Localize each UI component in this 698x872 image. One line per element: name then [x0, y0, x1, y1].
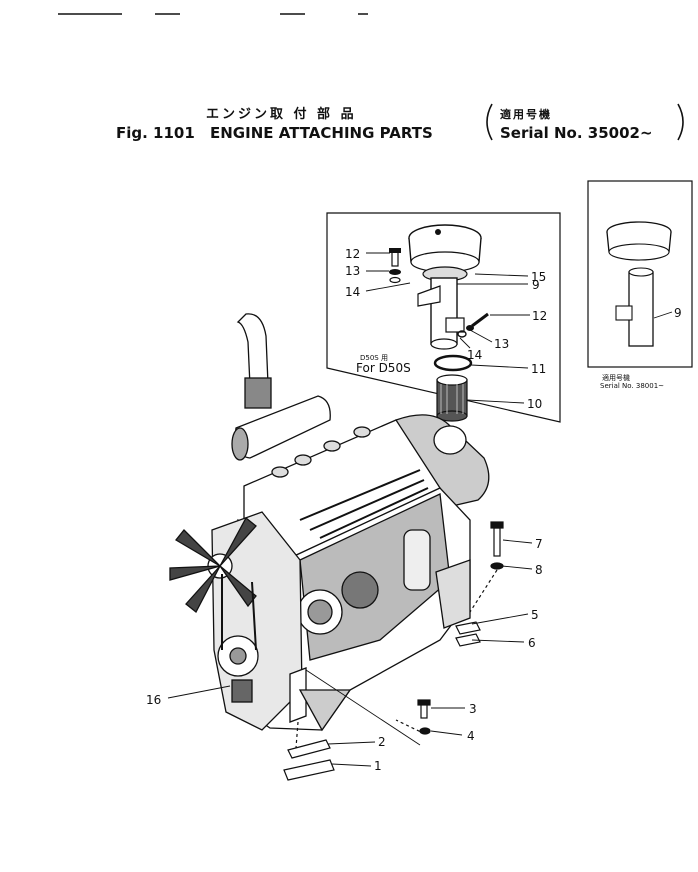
callout-3: 3	[469, 702, 477, 716]
inset-serial: 9 適用号機 Serial No. 38001~	[587, 180, 693, 390]
title-japanese: エンジン取 付 部 品	[206, 106, 357, 122]
fan-icon	[169, 517, 257, 614]
engine-illustration	[169, 313, 490, 732]
figure-number: Fig. 1101	[116, 124, 195, 142]
callout-16: 16	[146, 693, 161, 707]
inset-note-english: For D50S	[356, 361, 411, 375]
callout-11: 11	[531, 362, 546, 376]
serial-number: Serial No. 35002~	[500, 124, 653, 142]
callout-12-b: 12	[532, 309, 547, 323]
loose-parts	[283, 521, 504, 781]
callout-13-a: 13	[345, 264, 360, 278]
callout-15: 15	[531, 270, 546, 284]
callout-8: 8	[535, 563, 543, 577]
callout-14-a: 14	[345, 285, 360, 299]
callout-9-b: 9	[674, 306, 682, 320]
title-block: エンジン取 付 部 品 Fig. 1101 ENGINE ATTACHING P…	[116, 103, 684, 142]
callout-10: 10	[527, 397, 542, 411]
callout-1: 1	[374, 759, 382, 773]
callout-9-a: 9	[532, 278, 540, 292]
callout-13-b: 13	[494, 337, 509, 351]
callout-6: 6	[528, 636, 536, 650]
callout-5: 5	[531, 608, 539, 622]
inset-note-japanese: D50S 用	[360, 354, 388, 362]
callout-14-b: 14	[467, 348, 482, 362]
inset-d50s: D50S 用 For D50S 12 13 14 15 9 12 13 14 1…	[326, 212, 561, 423]
small-inset-note-japanese: 適用号機	[602, 373, 630, 382]
leaders-main	[167, 539, 533, 767]
serial-japanese: 適用号機	[500, 107, 552, 121]
title-english: ENGINE ATTACHING PARTS	[210, 124, 433, 142]
callout-7: 7	[535, 537, 543, 551]
callout-4: 4	[467, 729, 475, 743]
callout-2: 2	[378, 735, 386, 749]
callout-12-a: 12	[345, 247, 360, 261]
small-inset-note-english: Serial No. 38001~	[600, 382, 664, 390]
